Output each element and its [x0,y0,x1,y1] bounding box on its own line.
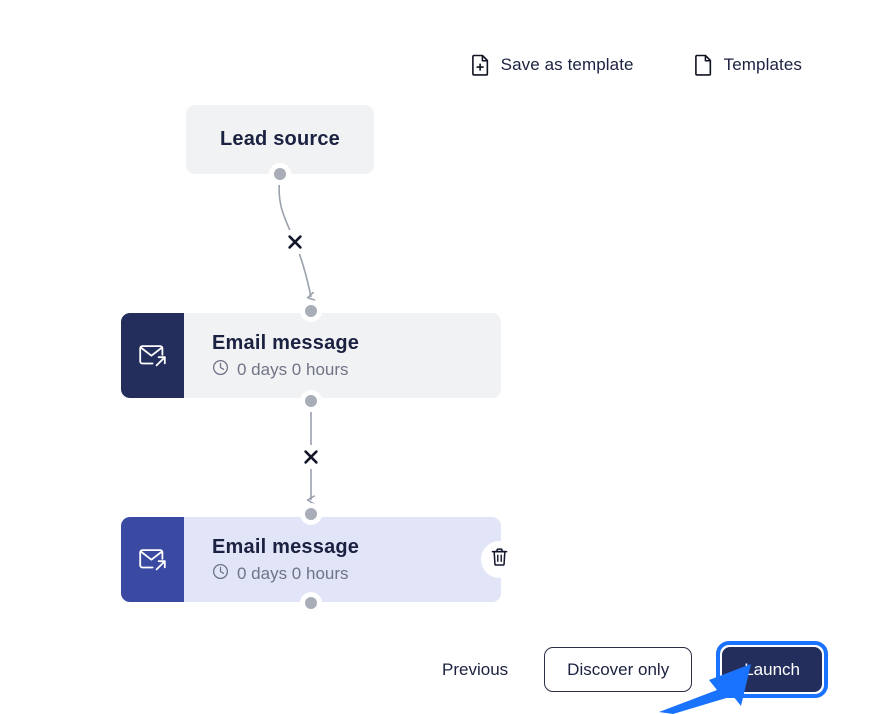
discover-only-button[interactable]: Discover only [544,647,693,692]
node-email-message-2[interactable]: Email message 0 days 0 hours [121,517,501,602]
node-body: Email message 0 days 0 hours [184,313,501,398]
node-body: Email message 0 days 0 hours [184,517,501,602]
clock-icon [212,359,229,381]
templates-label: Templates [723,55,802,74]
node-delay: 0 days 0 hours [212,359,501,381]
node-delay: 0 days 0 hours [212,563,501,585]
trash-icon [490,547,509,572]
handle-email-message-2-input[interactable] [300,503,322,525]
clock-icon [212,563,229,585]
save-as-template-label: Save as template [500,55,634,74]
remove-edge-2-icon[interactable] [299,445,323,469]
top-toolbar: Save as template Templates [0,54,870,76]
remove-edge-1-icon[interactable] [283,230,307,254]
templates-button[interactable]: Templates [694,54,802,76]
footer-actions: Previous Discover only Launch [0,641,870,698]
node-delay-label: 0 days 0 hours [237,359,349,379]
handle-email-message-1-output[interactable] [300,390,322,412]
node-title: Lead source [219,128,341,150]
document-icon [694,54,713,76]
handle-lead-source-output[interactable] [269,163,291,185]
node-delay-label: 0 days 0 hours [237,563,349,583]
node-title: Email message [212,331,360,354]
document-plus-icon [471,54,490,76]
handle-email-message-2-output[interactable] [300,592,322,614]
node-email-message-1[interactable]: Email message 0 days 0 hours [121,313,501,398]
email-send-icon [121,517,184,602]
previous-button[interactable]: Previous [442,659,509,679]
email-send-icon [121,313,184,398]
node-title: Email message [212,535,360,558]
launch-button[interactable]: Launch [722,647,822,692]
save-as-template-button[interactable]: Save as template [471,54,634,76]
delete-node-button[interactable] [481,541,518,578]
handle-email-message-1-input[interactable] [300,300,322,322]
launch-focus-ring: Launch [716,641,828,698]
